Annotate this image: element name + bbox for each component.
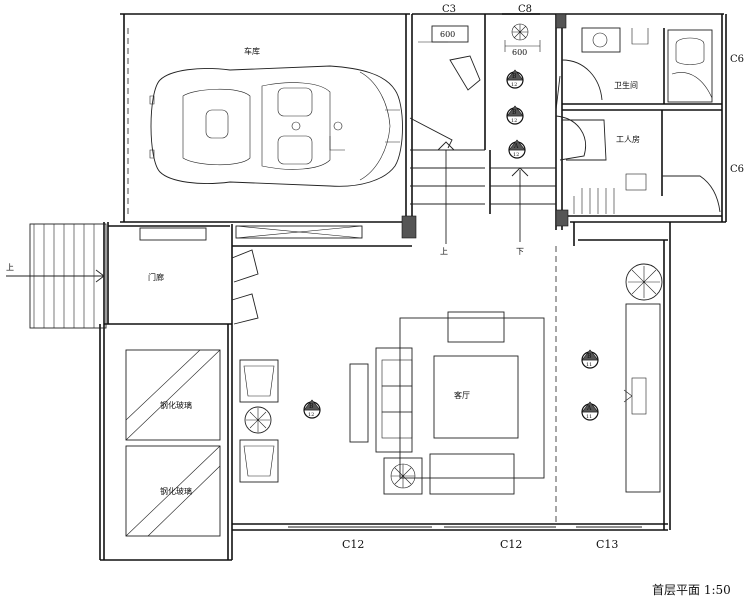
glass-wall-bottom-label: 钢化玻璃 (160, 486, 192, 496)
exterior-walls (99, 13, 727, 561)
window-c8-label: C8 (518, 4, 532, 15)
svg-text:12: 12 (511, 118, 517, 124)
drawing-title: 首层平面 1:50 (652, 583, 731, 597)
section-marker-1: B 12 (506, 69, 524, 89)
window-c12-left-label: C12 (342, 538, 364, 551)
column-3 (555, 209, 569, 227)
living-room-label: 客厅 (454, 390, 470, 400)
window-c3-label: C3 (442, 4, 456, 15)
svg-text:12: 12 (308, 412, 314, 418)
svg-text:11: 11 (586, 414, 592, 420)
entrance-porch-label: 门廊 (148, 272, 164, 282)
svg-text:B: B (587, 353, 592, 360)
entry-up-label: 上 (6, 263, 14, 272)
entrance-stairs (6, 223, 107, 329)
workers-room-label: 工人房 (616, 134, 640, 144)
svg-text:A: A (586, 405, 592, 412)
bathroom-fixtures (561, 27, 713, 103)
window-c12-right-label: C12 (500, 538, 522, 551)
section-marker-3: A 12 (508, 139, 526, 159)
column-2 (555, 13, 567, 29)
svg-text:12: 12 (511, 82, 517, 88)
interior-walls (484, 14, 722, 230)
section-marker-2: B 12 (506, 105, 524, 125)
window-c6-upper-label: C6 (730, 54, 744, 65)
porch-door (139, 225, 363, 325)
hall-up-label: 上 (440, 247, 448, 256)
car-icon (149, 65, 403, 187)
section-marker-4: B 12 (303, 399, 321, 419)
hall-down-label: 下 (516, 247, 524, 256)
column-1 (401, 215, 417, 239)
bathroom-label: 卫生间 (614, 80, 638, 90)
dim-c8-label: 600 (512, 48, 527, 57)
svg-text:B: B (512, 73, 517, 80)
section-marker-5: B 11 (581, 349, 599, 369)
stair-hall-upper (409, 13, 586, 244)
svg-text:12: 12 (513, 152, 519, 158)
tempered-glass-walls (125, 349, 221, 537)
glass-wall-top-label: 钢化玻璃 (160, 400, 192, 410)
garage-label: 车库 (244, 46, 260, 56)
svg-text:B: B (309, 403, 314, 410)
svg-text:A: A (513, 143, 519, 150)
window-c6-lower-label: C6 (730, 164, 744, 175)
workers-room (562, 119, 721, 214)
living-room-furniture (239, 246, 663, 524)
svg-text:11: 11 (586, 362, 592, 368)
section-marker-6: A 11 (581, 401, 599, 421)
window-c13-label: C13 (596, 538, 618, 551)
dim-c3-label: 600 (440, 30, 455, 39)
svg-text:B: B (512, 109, 517, 116)
